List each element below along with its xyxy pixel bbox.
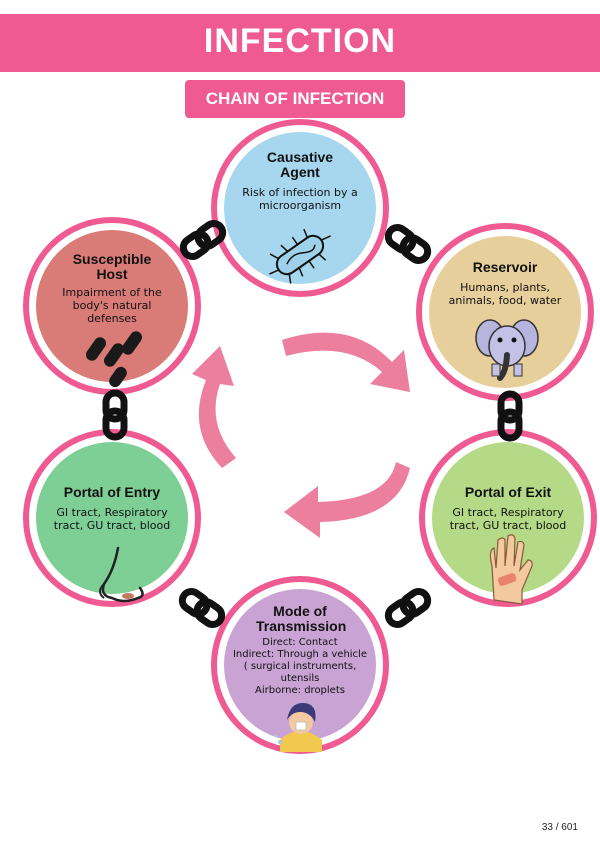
header-bar [0, 14, 600, 72]
node-title: Causative Agent [266, 149, 334, 180]
mode-of-transmission-fill [224, 589, 376, 741]
node-susceptible-host: Susceptible Host Impairment of the body'… [48, 251, 176, 326]
subtitle: CHAIN OF INFECTION [205, 89, 385, 108]
susceptible-host-fill [36, 230, 188, 382]
capsules-icon [85, 331, 143, 388]
node-reservoir: Reservoir Humans, plants, animals, food,… [440, 259, 570, 308]
elephant-icon [475, 319, 539, 381]
sneezing-person-icon [274, 702, 322, 752]
node-mode-of-transmission: Mode of Transmission Direct: Contact Ind… [232, 604, 368, 697]
node-description: Direct: Contact Indirect: Through a vehi… [232, 637, 368, 697]
page-number: 33 / 601 [541, 822, 578, 833]
node-title: Portal of Entry [63, 484, 161, 500]
node-description: Humans, plants, animals, food, water [448, 281, 562, 307]
page-title: INFECTION [203, 22, 397, 60]
node-portal-of-exit: Portal of Exit GI tract, Respiratory tra… [440, 484, 576, 533]
chain-link-icon [179, 588, 225, 628]
chain-link-icon [385, 224, 431, 264]
nose-icon [99, 546, 144, 603]
causative-agent-fill [224, 132, 376, 284]
portal-of-exit-fill [432, 442, 584, 594]
node-description: GI tract, Respiratory tract, GU tract, b… [449, 506, 567, 532]
arrow-icon [284, 462, 410, 538]
arrow-icon [192, 346, 236, 468]
node-title: Portal of Exit [464, 484, 552, 500]
node-title: Mode of Transmission [256, 603, 347, 634]
reservoir-fill [429, 236, 581, 388]
node-portal-of-entry: Portal of Entry GI tract, Respiratory tr… [44, 484, 180, 533]
transmission-airborne: Airborne: droplets [255, 685, 345, 696]
hand-bandage-icon [489, 534, 533, 605]
transmission-direct: Direct: Contact [262, 637, 338, 648]
node-title: Susceptible Host [72, 251, 152, 282]
chain-link-icon [180, 220, 226, 260]
node-description: Risk of infection by a microorganism [242, 186, 358, 212]
node-causative-agent: Causative Agent Risk of infection by a m… [234, 149, 366, 213]
node-description: GI tract, Respiratory tract, GU tract, b… [53, 506, 171, 532]
transmission-indirect: Indirect: Through a vehicle ( surgical i… [232, 649, 367, 684]
subtitle-badge [185, 80, 405, 118]
portal-of-entry-fill [36, 442, 188, 594]
node-title: Reservoir [472, 259, 538, 275]
arrow-icon [282, 332, 410, 392]
chain-link-icon [385, 588, 431, 628]
bacteria-icon [269, 228, 331, 284]
node-description: Impairment of the body's natural defense… [62, 286, 162, 325]
cycle-arrows [192, 332, 410, 538]
